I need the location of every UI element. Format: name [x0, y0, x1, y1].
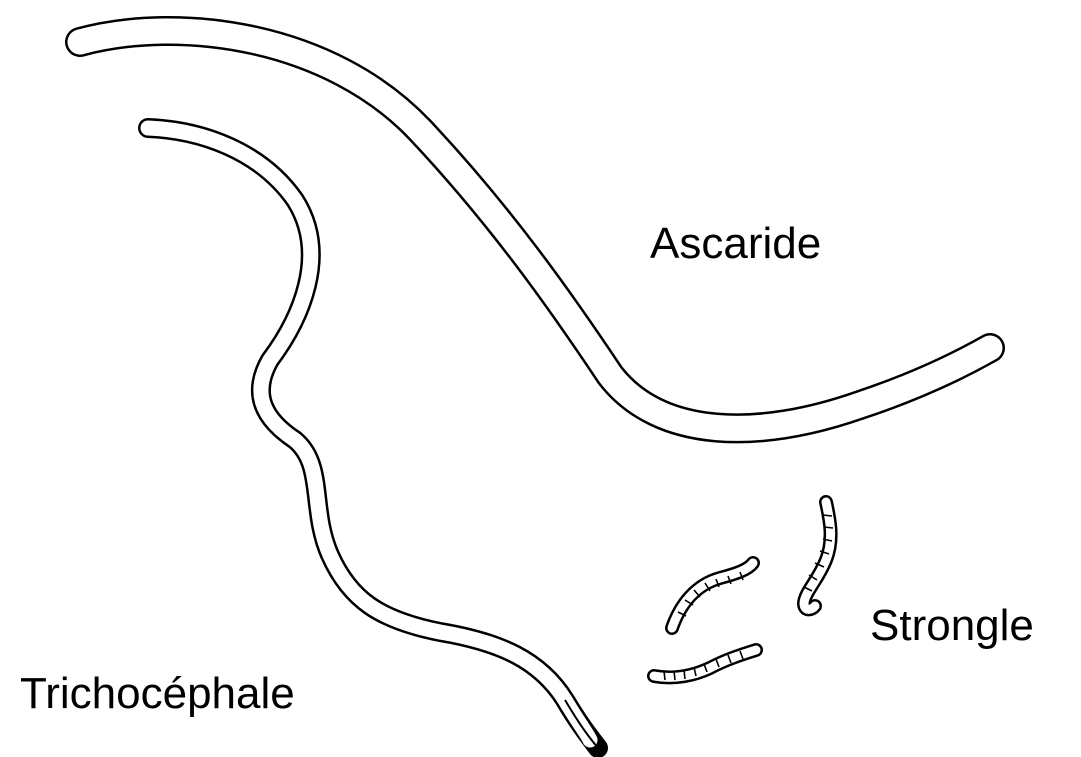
strongle-worm-2: [654, 650, 756, 680]
strongle-worm-1: [672, 563, 753, 628]
ascaride-worm: [80, 31, 990, 428]
strongle-worm-3: [804, 502, 833, 609]
trichocephale-worm: [148, 128, 602, 752]
label-ascaride: Ascaride: [650, 219, 821, 268]
label-strongle: Strongle: [870, 601, 1034, 650]
label-trichocephale: Trichocéphale: [20, 669, 295, 718]
